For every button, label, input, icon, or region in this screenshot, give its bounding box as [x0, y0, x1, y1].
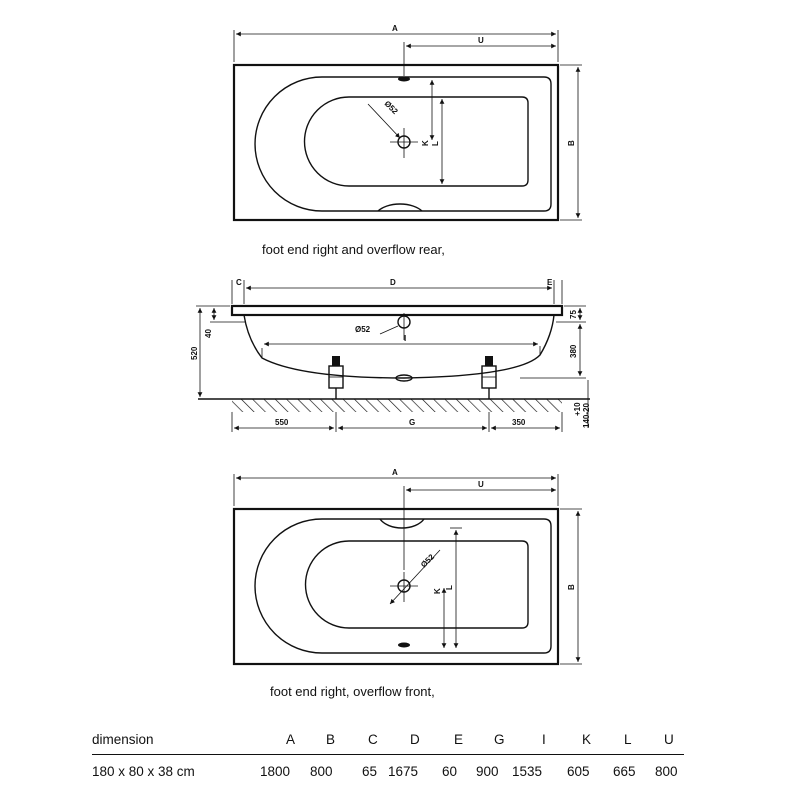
top-plan-view: Ø52 A U B K L foot end right and overflo… — [232, 24, 582, 257]
bottom-plan-view: Ø52 A U B K L foot end right, overflow f… — [232, 468, 582, 699]
side-dim-550: 550 — [275, 418, 289, 427]
table-header-cell: B — [326, 732, 336, 747]
side-dim-G: G — [409, 418, 415, 427]
top-inner-rim — [254, 76, 552, 212]
side-dim-75: 75 — [569, 310, 578, 319]
top-dim-B: B — [567, 140, 576, 146]
side-dia-label: Ø52 — [355, 325, 371, 334]
bottom-caption: foot end right, overflow front, — [270, 684, 435, 699]
table-header-cell: U — [664, 732, 674, 747]
table-header-cell: E — [454, 732, 464, 747]
table-header-cell: I — [542, 732, 546, 747]
side-dim-E: E — [547, 278, 553, 287]
side-left-foot — [328, 356, 344, 399]
top-caption: foot end right and overflow rear, — [262, 242, 445, 257]
top-rim-drain — [398, 76, 410, 82]
side-drain — [395, 374, 413, 382]
table-header-cell: dimension — [92, 732, 154, 747]
bottom-overflow — [379, 518, 425, 529]
bottom-dim-L: L — [445, 585, 454, 590]
side-dim-520: 520 — [190, 346, 199, 360]
table-header-cell: D — [410, 732, 420, 747]
table-cell: 60 — [442, 764, 458, 779]
table-cell: 65 — [362, 764, 378, 779]
bottom-inner-rim — [254, 518, 552, 654]
side-rim — [230, 304, 564, 317]
top-dim-A: A — [392, 24, 398, 33]
table-header-cell: A — [286, 732, 296, 747]
bottom-dim-B: B — [567, 584, 576, 590]
table-header-cell: L — [624, 732, 632, 747]
bottom-dim-U: U — [478, 480, 484, 489]
side-dim-140-20: 140-20 — [582, 403, 591, 428]
top-dim-K: K — [421, 140, 430, 146]
bottom-rim-drain — [398, 642, 410, 648]
table-divider — [92, 754, 684, 755]
table-cell: 900 — [476, 764, 499, 779]
table-cell: 1800 — [260, 764, 291, 779]
top-dia-label: Ø52 — [383, 99, 400, 116]
table-cell: 800 — [655, 764, 678, 779]
side-floor-hatch — [232, 399, 562, 412]
bottom-basin — [304, 540, 529, 629]
dimension-table: dimension A B C D E G I K L U 180 x 80 x… — [92, 732, 692, 786]
table-header-cell: C — [368, 732, 378, 747]
table-cell: 605 — [567, 764, 590, 779]
table-cell: 180 x 80 x 38 cm — [92, 764, 195, 779]
top-dim-U: U — [478, 36, 484, 45]
table-cell: 800 — [310, 764, 333, 779]
side-elevation-view: D C E I Ø52 520 40 75 380 +10 140-20 550 — [190, 278, 591, 432]
side-dim-D: D — [390, 278, 396, 287]
bottom-dia-label: Ø52 — [419, 552, 436, 569]
side-tub-body — [243, 314, 555, 379]
top-basin — [303, 96, 529, 187]
side-dim-I: I — [404, 334, 406, 343]
top-dim-L: L — [431, 141, 440, 146]
bottom-dim-K: K — [433, 588, 442, 594]
bottom-dim-A: A — [392, 468, 398, 477]
table-cell: 1535 — [512, 764, 543, 779]
side-dim-350: 350 — [512, 418, 526, 427]
side-dim-C: C — [236, 278, 242, 287]
side-right-foot — [481, 356, 497, 399]
bottom-outer-rim — [232, 507, 560, 666]
table-header-cell: K — [582, 732, 592, 747]
table-cell: 665 — [613, 764, 636, 779]
table-header-row: dimension A B C D E G I K L U — [92, 732, 692, 755]
top-overflow — [377, 203, 423, 212]
top-outer-rim — [232, 63, 560, 222]
table-header-cell: G — [494, 732, 505, 747]
table-row: 180 x 80 x 38 cm 1800 800 65 1675 60 900… — [92, 764, 692, 786]
side-dim-plus10: +10 — [573, 402, 582, 416]
side-dim-380: 380 — [569, 344, 578, 358]
table-cell: 1675 — [388, 764, 419, 779]
side-dim-40: 40 — [204, 329, 213, 338]
